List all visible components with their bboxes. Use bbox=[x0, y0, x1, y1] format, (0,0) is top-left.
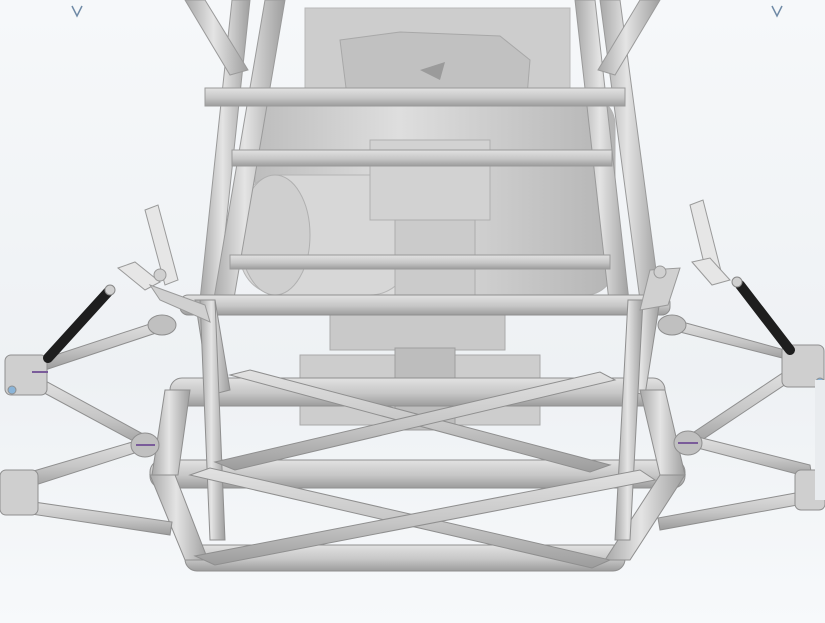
triad-left-icon bbox=[71, 5, 83, 18]
left-suspension bbox=[0, 314, 177, 536]
left-shock bbox=[43, 284, 116, 363]
right-suspension bbox=[657, 314, 825, 531]
front-box-frame bbox=[149, 294, 686, 572]
right-shock bbox=[731, 276, 795, 355]
right-bellcrank bbox=[639, 199, 731, 311]
triad-right-icon bbox=[771, 5, 783, 18]
upper-frame bbox=[184, 0, 661, 311]
left-bellcrank bbox=[116, 204, 211, 323]
engine-assembly bbox=[239, 7, 616, 431]
